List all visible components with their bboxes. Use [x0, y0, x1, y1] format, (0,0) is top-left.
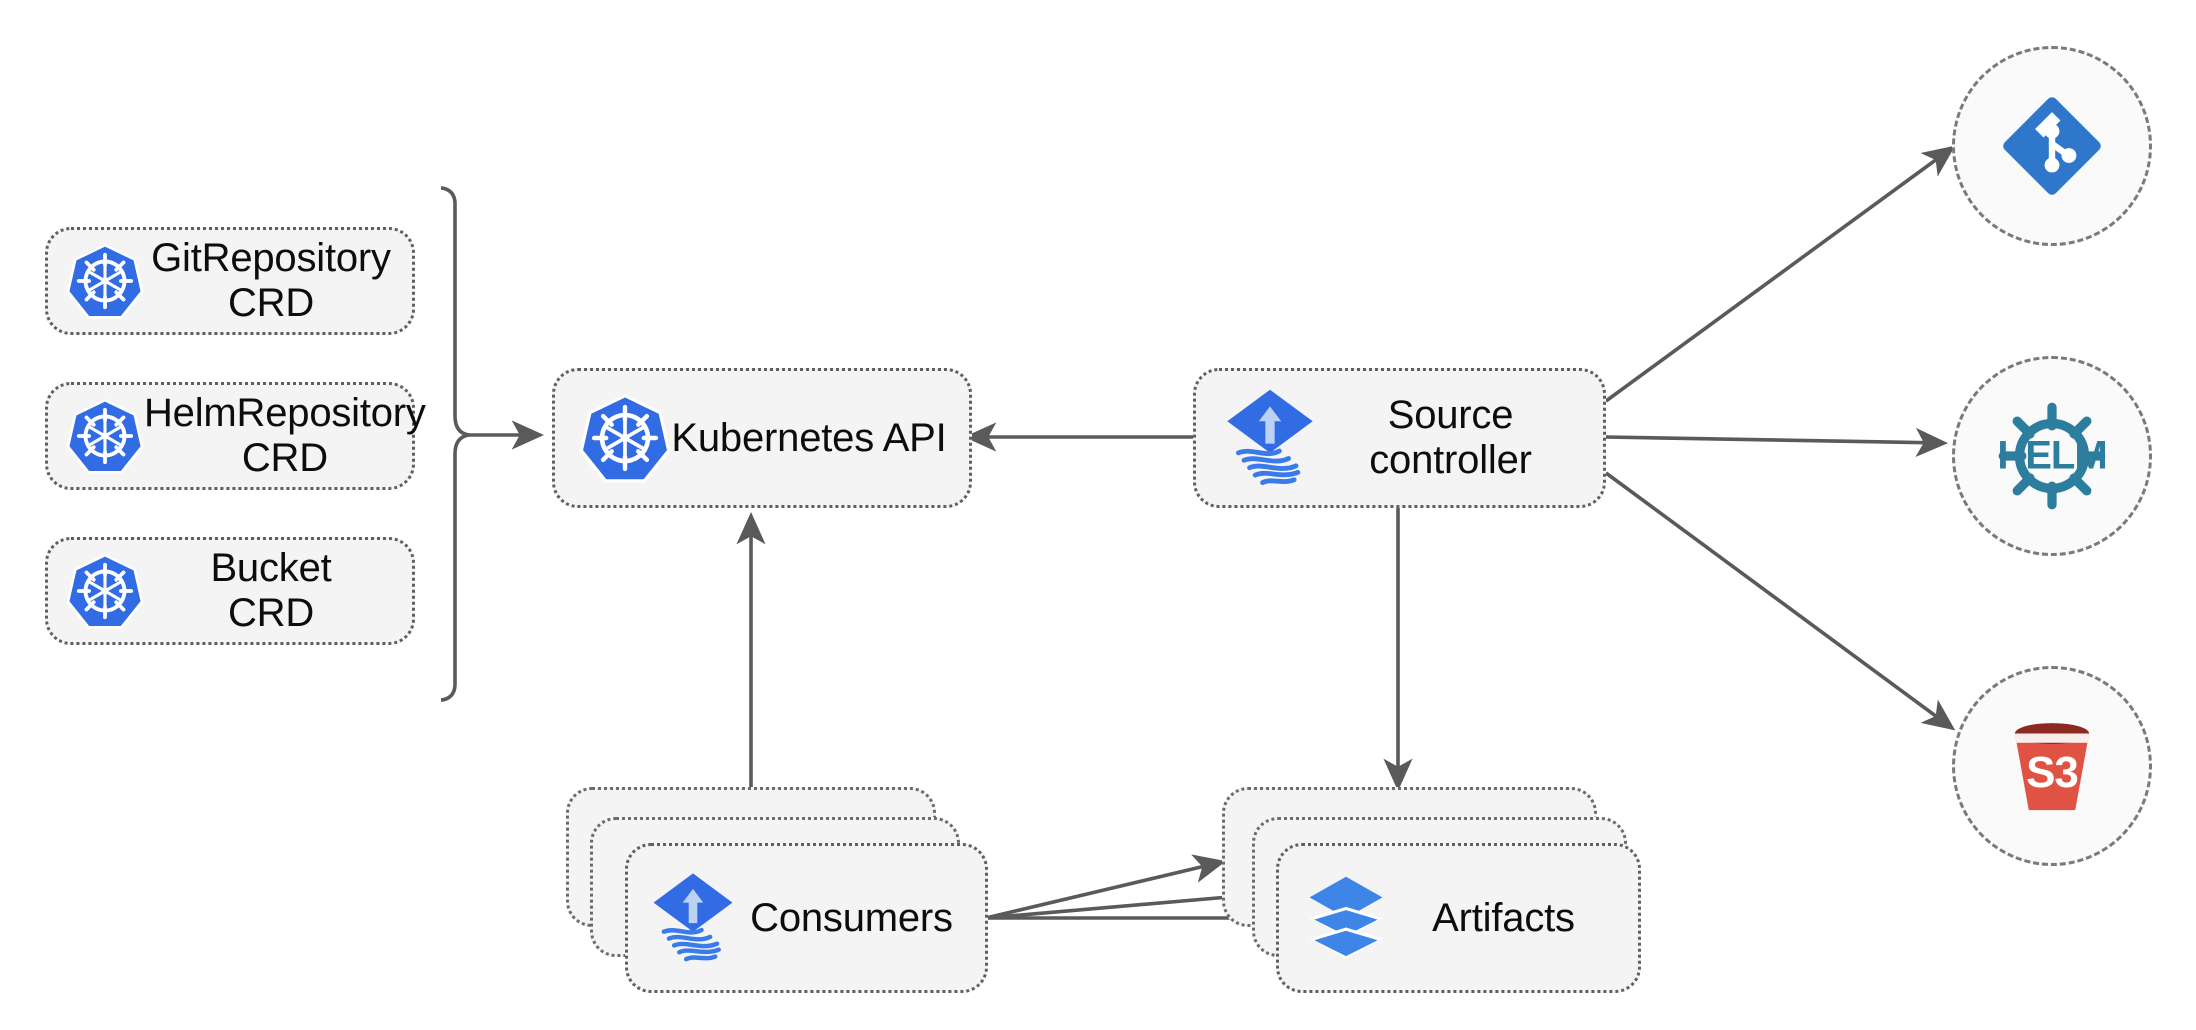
kubernetes-icon — [66, 397, 144, 475]
node-label: Consumers — [750, 895, 953, 940]
edge-source-controller-to-s3 — [1604, 471, 1956, 731]
helm-wordmark: HELM — [1997, 433, 2107, 478]
node-label: Source controller — [1369, 393, 1532, 482]
endpoint-git[interactable] — [1952, 46, 2152, 246]
flux-icon — [1222, 386, 1318, 490]
endpoint-s3[interactable]: S3 — [1952, 666, 2152, 866]
flux-icon — [650, 870, 736, 966]
s3-icon: S3 — [1994, 708, 2110, 824]
s3-wordmark: S3 — [2026, 747, 2079, 797]
node-consumers[interactable]: Consumers — [625, 843, 988, 993]
kubernetes-icon — [579, 392, 671, 484]
node-kubernetes-api[interactable]: Kubernetes API — [552, 368, 972, 508]
kubernetes-icon — [66, 242, 144, 320]
crd-card-gitrepository[interactable]: GitRepository CRD — [45, 227, 415, 335]
layers-icon — [1305, 872, 1387, 964]
node-label: Kubernetes API — [671, 415, 947, 460]
crd-card-label: GitRepository CRD — [151, 236, 391, 325]
crd-group-bracket — [440, 186, 470, 702]
node-label: Artifacts — [1432, 895, 1575, 940]
crd-card-label: HelmRepository CRD — [144, 391, 426, 480]
git-icon — [1999, 93, 2105, 199]
edge-consumers-to-artifacts-2 — [985, 882, 1257, 920]
helm-icon: HELM — [1994, 398, 2110, 514]
endpoint-helm[interactable]: HELM — [1952, 356, 2152, 556]
edge-source-controller-to-git — [1604, 145, 1956, 403]
crd-card-label: Bucket CRD — [210, 546, 332, 635]
crd-card-helmrepository[interactable]: HelmRepository CRD — [45, 382, 426, 490]
crd-card-bucket[interactable]: Bucket CRD — [45, 537, 415, 645]
edge-consumers-to-artifacts-1 — [985, 854, 1226, 920]
kubernetes-icon — [66, 552, 144, 630]
node-source-controller[interactable]: Source controller — [1193, 368, 1606, 508]
edge-source-controller-to-helm — [1605, 427, 1949, 458]
node-artifacts[interactable]: Artifacts — [1276, 843, 1641, 993]
